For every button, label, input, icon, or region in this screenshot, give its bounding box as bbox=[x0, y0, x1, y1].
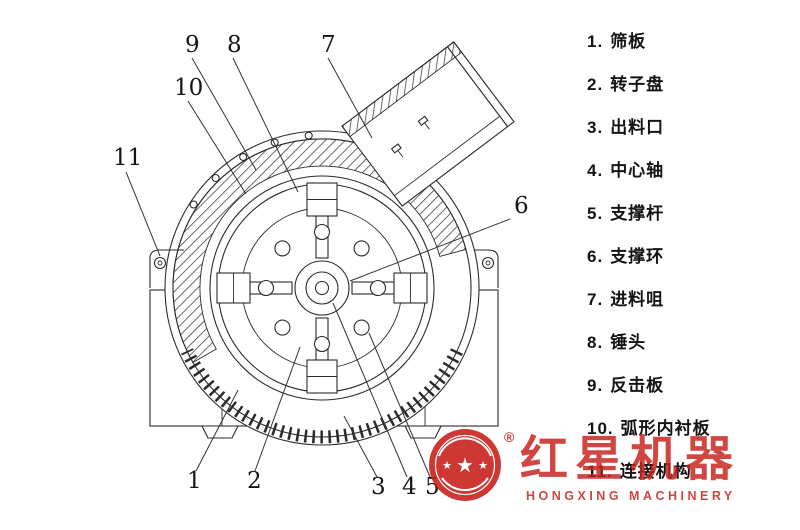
left-bracket-pin-hole bbox=[157, 260, 163, 266]
rotor-pin bbox=[369, 279, 387, 297]
casing-bolt bbox=[239, 152, 248, 161]
support-ring-outer bbox=[209, 175, 435, 401]
legend-label: 连接机构 bbox=[619, 462, 692, 481]
callout-5: 5 bbox=[425, 474, 440, 500]
legend-item-8: 8. 锤头 bbox=[587, 331, 711, 355]
leader-5 bbox=[368, 332, 431, 478]
casing-bolt bbox=[304, 131, 313, 140]
callout-10: 10 bbox=[174, 75, 203, 101]
callout-7: 7 bbox=[321, 32, 336, 58]
feed-chute bbox=[341, 41, 515, 207]
legend-label: 中心轴 bbox=[610, 161, 665, 180]
callout-6: 6 bbox=[514, 193, 529, 219]
legend-label: 锤头 bbox=[610, 333, 647, 352]
casing-bolt bbox=[211, 173, 220, 183]
leader-10 bbox=[187, 100, 247, 195]
rotor-pin bbox=[353, 319, 370, 336]
legend-num: 5. bbox=[587, 204, 604, 223]
legend-label: 出料口 bbox=[610, 118, 665, 137]
rotor-pin bbox=[353, 240, 370, 257]
rotor-pin bbox=[257, 279, 275, 297]
legend-item-4: 4. 中心轴 bbox=[587, 159, 711, 183]
rotor-assembly bbox=[209, 175, 435, 401]
callout-3: 3 bbox=[371, 474, 386, 500]
callout-numbers: 9 8 7 10 11 6 1 2 3 4 5 bbox=[113, 32, 529, 500]
legend-num: 10. bbox=[587, 419, 614, 438]
shaft-bore bbox=[314, 280, 330, 296]
left-bracket-pin bbox=[153, 256, 167, 270]
leader-3 bbox=[343, 415, 378, 478]
legend-label: 支撑环 bbox=[610, 247, 665, 266]
chute-inner-wall-line bbox=[394, 115, 501, 197]
right-bracket-pin-hole bbox=[485, 260, 491, 266]
chute-bolt bbox=[390, 143, 404, 158]
chute-end-cap bbox=[446, 46, 509, 127]
casing-bolt bbox=[189, 200, 198, 209]
arc-liner-hatched-band bbox=[172, 138, 467, 364]
screen-plate-band bbox=[181, 348, 463, 444]
leader-7 bbox=[327, 57, 373, 139]
leader-6 bbox=[349, 218, 511, 282]
rotor-pin bbox=[274, 319, 291, 336]
chute-hatched-wall bbox=[341, 41, 463, 138]
shaft-outer bbox=[294, 260, 350, 316]
legend-num: 3. bbox=[587, 118, 604, 137]
leader-2 bbox=[254, 346, 301, 472]
rotor-pin bbox=[274, 240, 291, 257]
legend-item-10: 10. 弧形内衬板 bbox=[587, 417, 711, 441]
legend-num: 1. bbox=[587, 32, 604, 51]
callout-1: 1 bbox=[187, 468, 202, 494]
legend-num: 6. bbox=[587, 247, 604, 266]
legend-item-1: 1. 筛板 bbox=[587, 30, 711, 54]
callout-9: 9 bbox=[185, 32, 200, 58]
hammer-heads bbox=[216, 182, 428, 394]
leader-11 bbox=[125, 171, 161, 257]
leader-1 bbox=[195, 389, 239, 472]
right-bracket-pin bbox=[481, 256, 495, 270]
central-shaft bbox=[294, 260, 350, 316]
leader-8 bbox=[232, 57, 299, 193]
legend-label: 支撑杆 bbox=[610, 204, 665, 223]
parts-legend: 1. 筛板 2. 转子盘 3. 出料口 4. 中心轴 5. 支撑杆 6. 支撑环 7. 进料咀… bbox=[587, 30, 711, 484]
right-bracket bbox=[474, 249, 499, 288]
legend-num: 2. bbox=[587, 75, 604, 94]
rotor-pin bbox=[313, 335, 331, 353]
legend-label: 反击板 bbox=[610, 376, 665, 395]
legend-num: 8. bbox=[587, 333, 604, 352]
left-bracket bbox=[149, 249, 184, 288]
legend-item-6: 6. 支撑环 bbox=[587, 245, 711, 269]
rotor-pins bbox=[257, 223, 387, 353]
legend-num: 4. bbox=[587, 161, 604, 180]
rotor-pin bbox=[313, 223, 331, 241]
legend-item-11: 11. 连接机构 bbox=[587, 460, 711, 484]
legend-label: 弧形内衬板 bbox=[620, 419, 711, 438]
legend-item-2: 2. 转子盘 bbox=[587, 73, 711, 97]
callout-4: 4 bbox=[402, 474, 417, 500]
leader-4 bbox=[332, 302, 408, 478]
connecting-mechanism bbox=[149, 249, 499, 288]
callout-8: 8 bbox=[227, 32, 242, 58]
legend-label: 筛板 bbox=[610, 32, 647, 51]
legend-num: 11. bbox=[587, 462, 613, 481]
legend-label: 进料咀 bbox=[610, 290, 665, 309]
leader-lines bbox=[125, 57, 511, 478]
chute-bolt bbox=[417, 115, 430, 130]
stand-foot-left bbox=[201, 425, 239, 439]
callout-2: 2 bbox=[247, 468, 262, 494]
legend-label: 转子盘 bbox=[610, 75, 665, 94]
leader-9 bbox=[191, 57, 257, 171]
legend-item-3: 3. 出料口 bbox=[587, 116, 711, 140]
callout-11: 11 bbox=[113, 145, 142, 171]
legend-item-5: 5. 支撑杆 bbox=[587, 202, 711, 226]
shaft-middle bbox=[305, 271, 339, 305]
legend-item-7: 7. 进料咀 bbox=[587, 288, 711, 312]
legend-num: 9. bbox=[587, 376, 604, 395]
legend-item-9: 9. 反击板 bbox=[587, 374, 711, 398]
legend-num: 7. bbox=[587, 290, 604, 309]
